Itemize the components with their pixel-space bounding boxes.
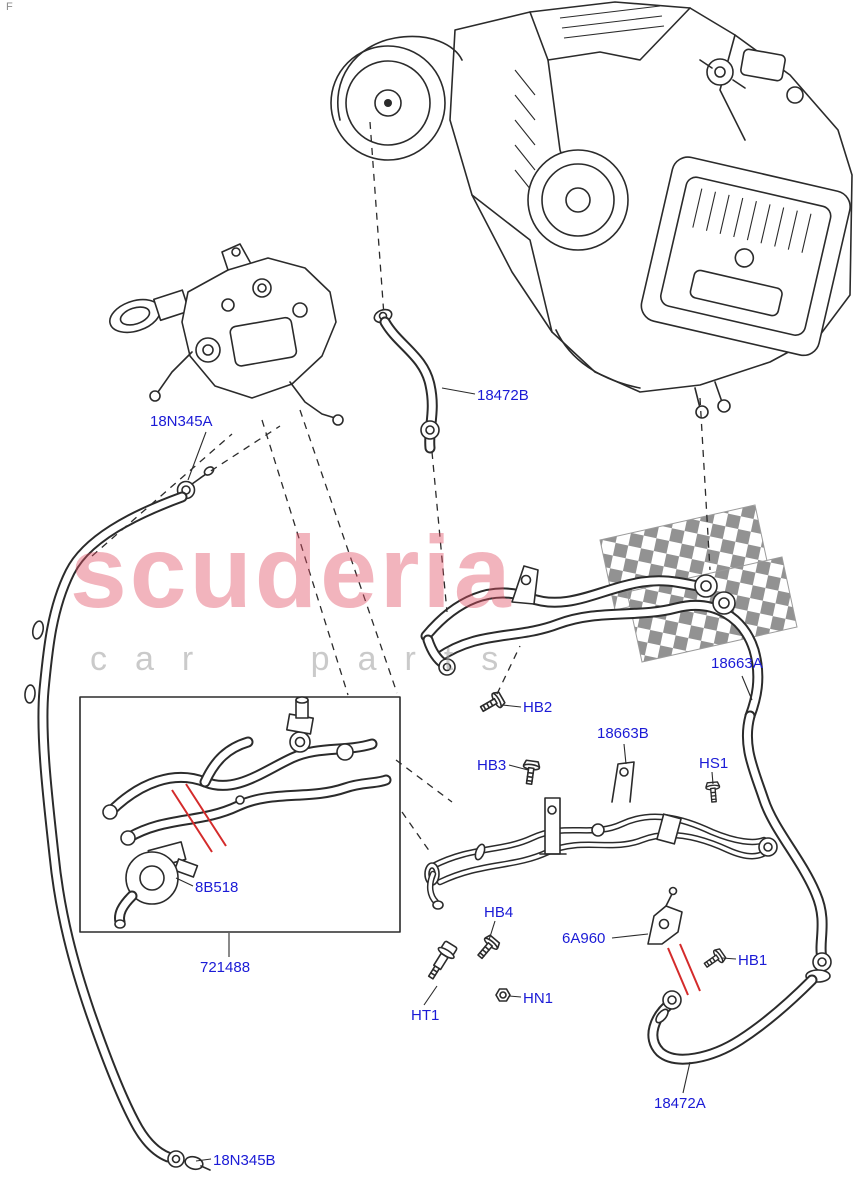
part-label-HB1[interactable]: HB1 [738, 952, 768, 969]
part-label-18N345B[interactable]: 18N345B [213, 1152, 276, 1169]
dashed-guides [91, 121, 711, 853]
sensor-HT1 [427, 940, 458, 980]
fasteners [427, 689, 728, 1002]
aux-pump-assembly [109, 243, 344, 426]
part-label-HB4[interactable]: HB4 [484, 904, 514, 921]
leader-lines [175, 387, 753, 1162]
part-label-6A960[interactable]: 6A960 [562, 930, 606, 947]
part-label-HS1[interactable]: HS1 [699, 755, 729, 772]
part-label-8B518[interactable]: 8B518 [195, 879, 239, 896]
hose-18N345 [24, 466, 215, 1171]
part-label-18472A[interactable]: 18472A [654, 1095, 706, 1112]
bracket-6A960 [647, 886, 683, 945]
part-label-18663A[interactable]: 18663A [711, 655, 763, 672]
part-label-HB2[interactable]: HB2 [523, 699, 553, 716]
part-label-HB3[interactable]: HB3 [477, 757, 507, 774]
part-label-721488[interactable]: 721488 [200, 959, 251, 976]
part-label-HN1[interactable]: HN1 [523, 990, 554, 1007]
hvac-housing-assembly [330, 1, 853, 419]
hose-bundle [420, 565, 764, 722]
pipe-assembly-18663B [424, 761, 778, 910]
hose-18472A [647, 974, 818, 1065]
red-highlights [171, 783, 701, 996]
hose-18663A [741, 710, 832, 983]
corner-mark: F [6, 1, 13, 13]
part-label-HT1[interactable]: HT1 [411, 1007, 440, 1024]
part-label-18472B[interactable]: 18472B [477, 387, 529, 404]
pump-8B518 [114, 841, 199, 929]
part-label-18N345A[interactable]: 18N345A [150, 413, 213, 430]
hose-18472B [373, 308, 440, 454]
valve-box-721488 [79, 696, 401, 933]
part-label-18663B[interactable]: 18663B [597, 725, 649, 742]
